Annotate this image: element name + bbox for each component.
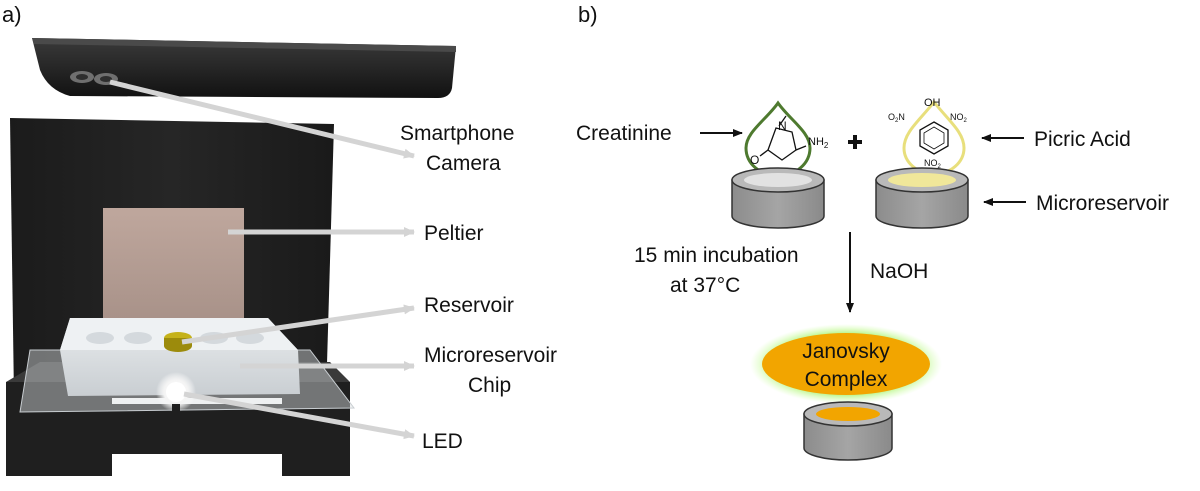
chem-o: O: [750, 153, 759, 167]
label-smartphone: Smartphone: [400, 122, 514, 145]
label-complex: Complex: [805, 368, 888, 391]
peltier-illustration: [103, 208, 244, 336]
chem-n: N: [778, 119, 787, 133]
label-microreservoir: Microreservoir: [424, 344, 557, 367]
plus-icon: [848, 135, 862, 149]
panel-a: a): [2, 2, 557, 476]
janovsky-complex: Janovsky Complex: [750, 324, 942, 404]
label-creatinine: Creatinine: [576, 122, 672, 145]
reservoir-right: [875, 167, 969, 229]
smartphone-illustration: [32, 38, 456, 98]
label-janovsky: Janovsky: [802, 340, 890, 363]
label-camera: Camera: [426, 152, 501, 175]
chem-oh: OH: [924, 97, 941, 109]
chem-no2-bottom: NO2: [924, 158, 942, 170]
label-naoh: NaOH: [870, 260, 928, 283]
label-microreservoir-b: Microreservoir: [1036, 192, 1169, 215]
panel-b: b) Creatinine N NH2 O OH O2N: [576, 2, 1169, 461]
label-picric-acid: Picric Acid: [1034, 128, 1131, 151]
panel-b-letter: b): [578, 2, 598, 27]
label-incubation-line1: 15 min incubation: [634, 244, 799, 267]
pointer-lines: [109, 79, 415, 440]
label-incubation-line2: at 37°C: [670, 274, 740, 297]
creatinine-drop: N NH2 O: [744, 100, 829, 178]
pointer-reservoir: [181, 304, 415, 345]
pointer-camera: [109, 79, 415, 159]
label-peltier: Peltier: [424, 222, 484, 245]
reservoir-product: [803, 401, 893, 461]
label-reservoir: Reservoir: [424, 294, 514, 317]
label-led: LED: [422, 430, 463, 453]
chem-nh2: NH2: [808, 136, 829, 150]
panel-a-letter: a): [2, 2, 22, 27]
chem-no2-left: O2N: [888, 112, 905, 124]
picric-acid-drop: OH O2N NO2 NO2: [888, 97, 968, 176]
chem-no2-right: NO2: [950, 112, 968, 124]
label-chip: Chip: [468, 374, 511, 397]
reservoir-left: [731, 167, 825, 229]
enclosure-illustration: [6, 118, 355, 476]
pointer-led: [183, 391, 415, 440]
